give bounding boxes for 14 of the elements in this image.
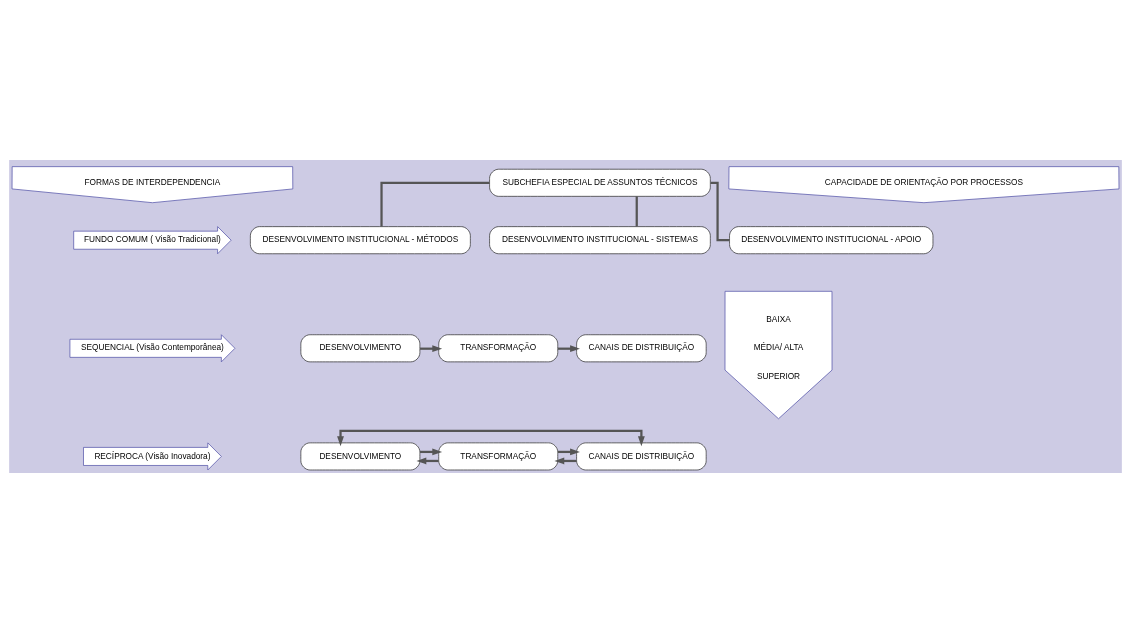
arrow: [337, 429, 645, 446]
node-box: CANAIS DE DISTRIBUIÇÃO: [576, 333, 707, 362]
node-box: SUBCHEFIA ESPECIAL DE ASSUNTOS TÉCNICOS: [489, 168, 711, 197]
node-box: DESENVOLVIMENTO INSTITUCIONAL - APOIO: [729, 225, 934, 254]
node-box: TRANSFORMAÇÃO: [438, 442, 559, 470]
connector: [635, 195, 638, 226]
node-box: DESENVOLVIMENTO INSTITUCIONAL - MÉTODOS: [250, 225, 471, 254]
connector: [380, 181, 490, 227]
node-box: CANAIS DE DISTRIBUIÇÃO: [576, 442, 707, 470]
connector: [710, 181, 730, 241]
node-box: DESENVOLVIMENTO INSTITUCIONAL - SISTEMAS: [489, 225, 711, 254]
node-box: DESENVOLVIMENTO: [300, 333, 421, 362]
node-box: TRANSFORMAÇÃO: [438, 333, 559, 362]
node-box: DESENVOLVIMENTO: [300, 442, 421, 470]
